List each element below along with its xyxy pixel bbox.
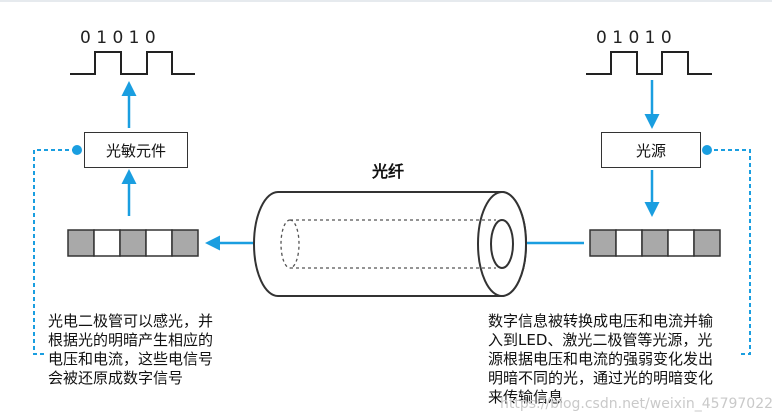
right-description-line: 数字信息被转换成电压和电流并输 <box>488 312 714 330</box>
right-description-line: 源根据电压和电流的强弱变化发出 <box>488 350 714 368</box>
right-description-line: 明暗不同的光，通过光的明暗变化 <box>488 369 714 387</box>
optical-fiber-cylinder <box>253 191 527 297</box>
watermark: https://blog.csdn.net/weixin_45797022 <box>500 396 772 412</box>
photodetector-box: 光敏元件 <box>84 132 188 168</box>
right-dotted-connector <box>702 145 751 355</box>
left-description-line: 根据光的明暗产生相应的 <box>48 331 214 349</box>
top-divider <box>0 0 772 8</box>
right-bit-sequence: 0 1 0 1 0 <box>596 28 672 48</box>
left-description: 光电二极管可以感光，并 根据光的明暗产生相应的 电压和电流，这些电信号 会被还原… <box>48 312 213 388</box>
light-source-label: 光源 <box>635 141 666 160</box>
right-description: 数字信息被转换成电压和电流并输 入到LED、激光二极管等光源，光 源根据电压和电… <box>488 312 713 407</box>
photodetector-label: 光敏元件 <box>105 141 166 160</box>
left-bit-sequence: 0 1 0 1 0 <box>80 28 156 48</box>
left-description-line: 电压和电流，这些电信号 <box>48 350 214 368</box>
right-description-line: 来传输信息 <box>488 388 564 406</box>
light-source-box: 光源 <box>601 132 701 168</box>
left-dotted-connector <box>33 145 82 355</box>
right-signal-waveform <box>586 51 712 75</box>
right-signal-strip <box>589 229 721 257</box>
left-signal-strip <box>67 229 199 257</box>
left-signal-waveform <box>70 51 195 75</box>
right-description-line: 入到LED、激光二极管等光源，光 <box>488 331 713 349</box>
left-description-line: 光电二极管可以感光，并 <box>48 312 214 330</box>
left-description-line: 会被还原成数字信号 <box>48 369 184 387</box>
fiber-label: 光纤 <box>372 162 405 181</box>
